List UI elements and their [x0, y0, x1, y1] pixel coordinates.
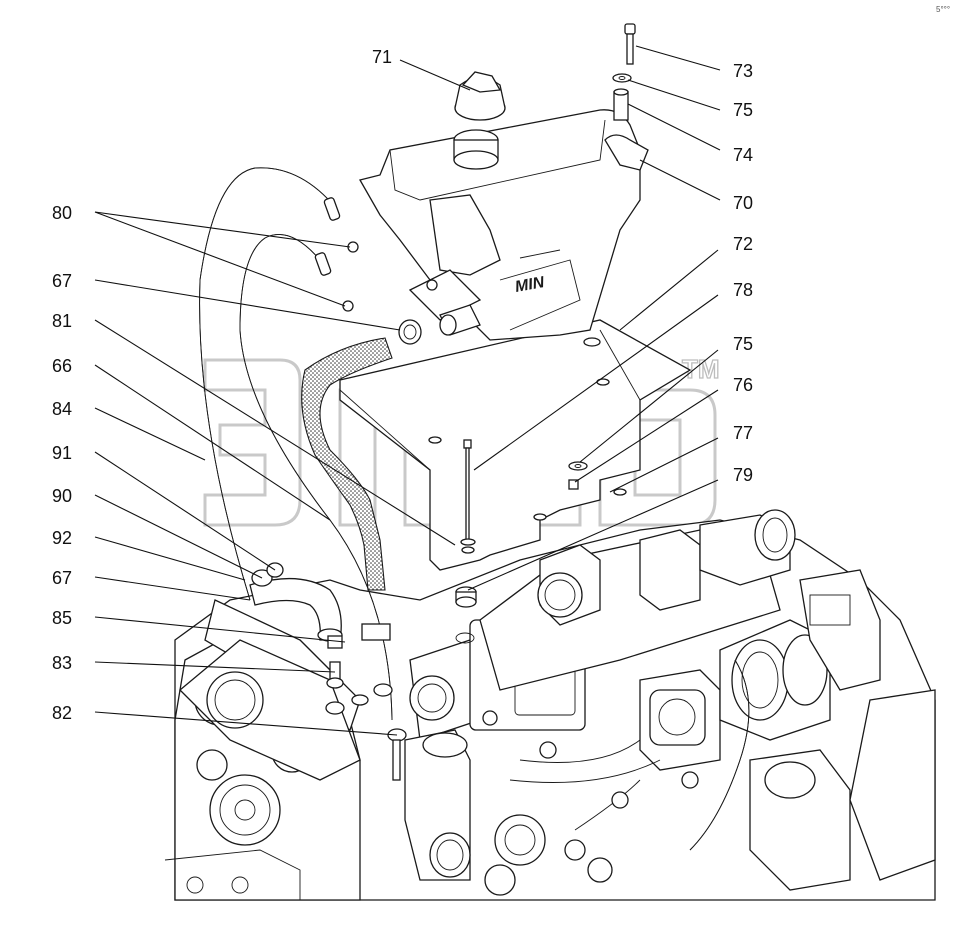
leader-lines: [94, 45, 721, 736]
callout-80: 80: [52, 203, 72, 223]
expansion-tank: MIN: [359, 109, 649, 345]
callout-79: 79: [733, 465, 753, 485]
callout-67-bottom: 67: [52, 568, 72, 588]
callout-90: 90: [52, 486, 72, 506]
vent-lines: [199, 167, 393, 721]
callout-72: 72: [733, 234, 753, 254]
callout-82: 82: [52, 703, 72, 723]
callout-75-top: 75: [733, 100, 753, 120]
bolt-stack: [612, 23, 636, 121]
callout-76: 76: [733, 375, 753, 395]
long-bolt-stack: [455, 439, 588, 644]
fittings: [325, 623, 407, 781]
hose: [301, 337, 393, 591]
callout-74: 74: [733, 145, 753, 165]
callout-92: 92: [52, 528, 72, 548]
callout-78: 78: [733, 280, 753, 300]
callout-66: 66: [52, 356, 72, 376]
callout-70: 70: [733, 193, 753, 213]
callout-83: 83: [52, 653, 72, 673]
callout-73: 73: [733, 61, 753, 81]
callout-71: 71: [372, 47, 392, 67]
corner-mark: 5°°°: [936, 5, 950, 14]
callout-77: 77: [733, 423, 753, 443]
callout-81: 81: [52, 311, 72, 331]
callout-labels: 71 73 75 74 70 72 78 75 76 77 79 80 67 8…: [52, 47, 753, 723]
callout-67-top: 67: [52, 271, 72, 291]
filler-cap: [454, 71, 506, 121]
callout-91: 91: [52, 443, 72, 463]
callout-75-mid: 75: [733, 334, 753, 354]
callout-85: 85: [52, 608, 72, 628]
min-marking: MIN: [514, 274, 546, 296]
callout-84: 84: [52, 399, 72, 419]
